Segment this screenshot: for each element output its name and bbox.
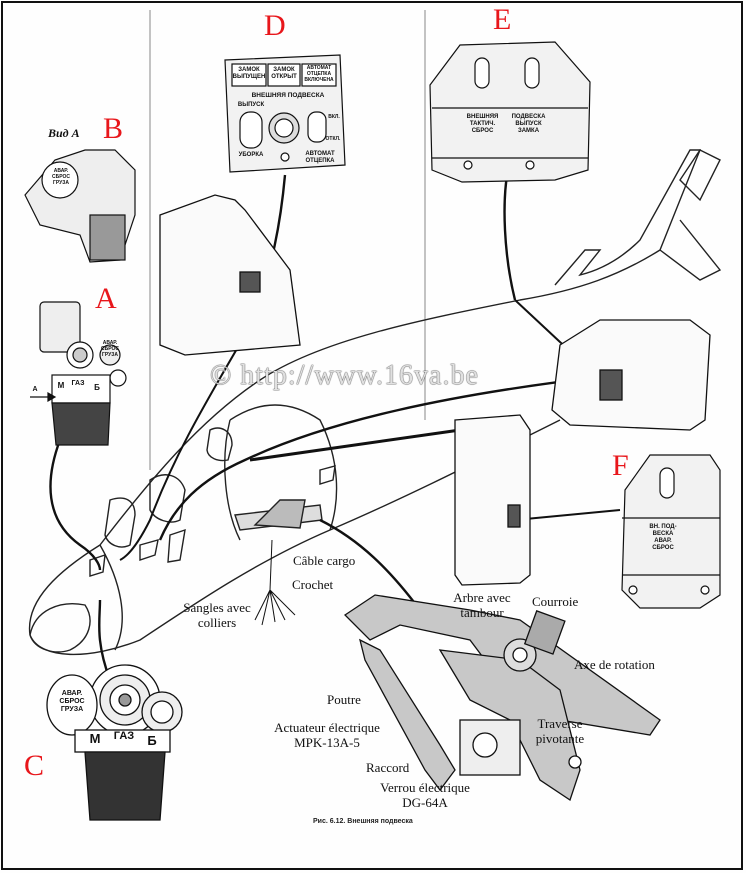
panel-d-header: ВНЕШНЯЯ ПОДВЕСКА bbox=[251, 92, 325, 99]
callout-cable-cargo: Câble cargo bbox=[293, 553, 356, 568]
callout-crochet: Crochet bbox=[292, 577, 334, 592]
panel-d-vypusk: ВЫПУСК bbox=[237, 102, 265, 108]
cable-to-grip-a bbox=[49, 439, 102, 571]
grip-c-m: М bbox=[89, 731, 101, 746]
letter-a: A bbox=[95, 282, 117, 315]
sling-lines bbox=[254, 589, 296, 626]
grip-a-arrow-label: А bbox=[32, 386, 38, 393]
grip-a-arrow bbox=[30, 391, 57, 403]
letter-e: E bbox=[493, 3, 512, 36]
connector-lines bbox=[49, 159, 621, 681]
panel-d-uborka: УБОРКА bbox=[238, 152, 264, 158]
letter-f: F bbox=[612, 449, 629, 482]
grip-a-gaz: ГАЗ bbox=[71, 380, 85, 387]
cable-panel-d-to-cockpit bbox=[119, 299, 266, 561]
grip-c-drawing bbox=[46, 664, 183, 821]
cargo-hook-assembly bbox=[343, 594, 661, 802]
grip-b-drawing bbox=[24, 149, 136, 263]
grip-c-b: Б bbox=[147, 733, 157, 748]
panel-d-otkl: ОТКЛ. bbox=[325, 136, 341, 142]
panel-d-cover bbox=[159, 194, 301, 356]
cargo-cable bbox=[269, 539, 273, 591]
panel-e-shape bbox=[429, 41, 591, 183]
cable-to-grip-c bbox=[98, 599, 112, 681]
grip-a-drawing bbox=[39, 301, 127, 446]
callout-poutre: Poutre bbox=[327, 692, 361, 707]
panel-f-cover bbox=[454, 414, 531, 586]
grip-a-m: М bbox=[57, 381, 65, 390]
cable-to-panel-f bbox=[514, 509, 621, 521]
cable-to-side-panel bbox=[158, 376, 591, 541]
callout-courroie: Courroie bbox=[532, 594, 579, 609]
panel-d-shape bbox=[224, 54, 346, 173]
grip-a-b: Б bbox=[94, 383, 100, 392]
view-a-label: Вид А bbox=[48, 126, 80, 140]
letter-c: C bbox=[24, 749, 45, 782]
panel-d-vkl: ВКЛ. bbox=[328, 114, 340, 120]
figure-caption: Рис. 6.12. Внешняя подвеска bbox=[313, 818, 413, 825]
letter-d: D bbox=[264, 9, 286, 42]
callout-axe: Axe de rotation bbox=[574, 657, 655, 672]
watermark: © http://www.16va.be bbox=[210, 360, 479, 391]
callout-raccord: Raccord bbox=[366, 760, 410, 775]
panel-f-shape bbox=[621, 454, 721, 609]
cable-to-hook-assembly bbox=[319, 518, 421, 611]
letter-b: B bbox=[103, 112, 124, 145]
grip-c-gaz: ГАЗ bbox=[113, 730, 135, 742]
cable-f-to-fuselage bbox=[249, 428, 461, 462]
side-access-panel bbox=[551, 319, 711, 431]
helicopter-outline bbox=[28, 149, 722, 656]
